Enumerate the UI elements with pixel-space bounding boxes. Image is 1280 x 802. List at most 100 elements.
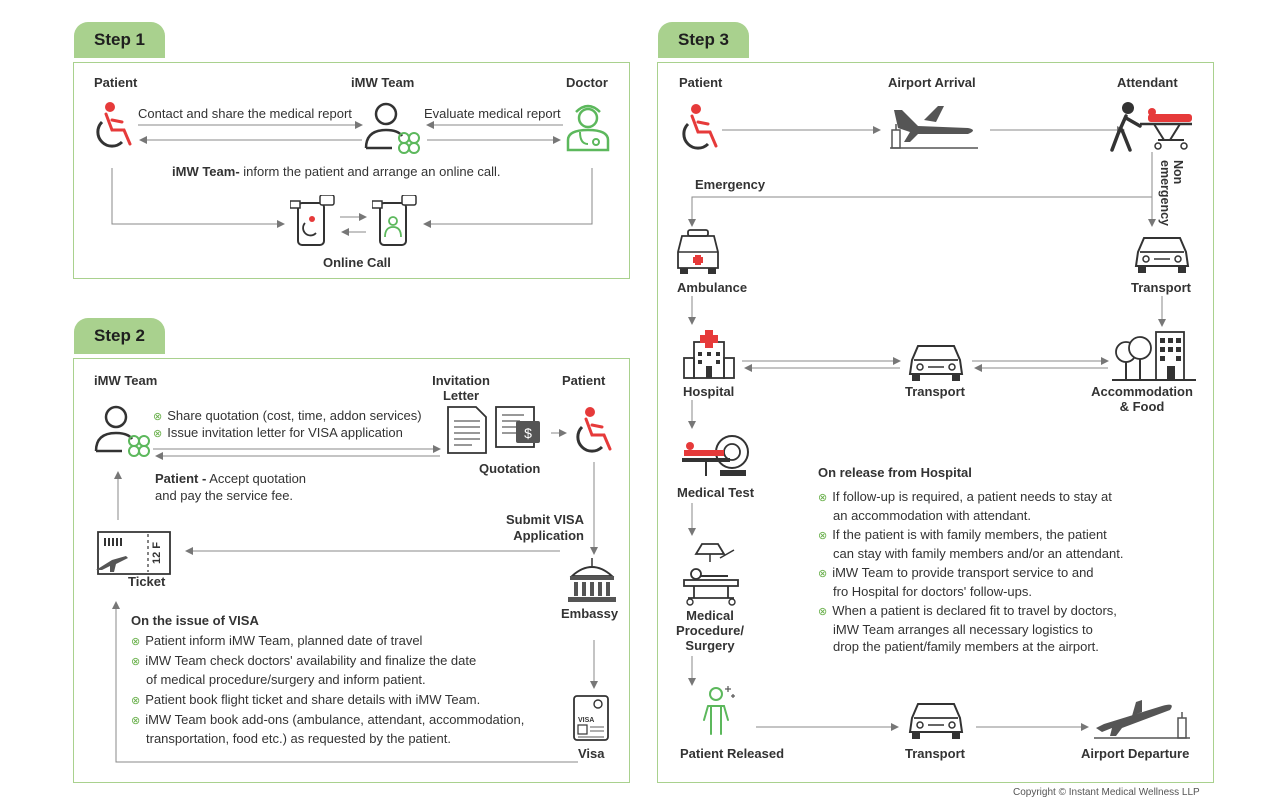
list-item-line: ⊗Patient book flight ticket and share de… [131, 692, 481, 707]
bullet-icon: ⊗ [818, 530, 828, 542]
release-title: On release from Hospital [818, 465, 972, 480]
list-item-line: ⊗iMW Team check doctors' availability an… [131, 653, 477, 668]
step3-tab: Step 3 [658, 22, 750, 58]
copyright-text: Copyright © Instant Medical Wellness LLP [1013, 787, 1200, 798]
list-item-line: transportation, food etc.) as requested … [146, 731, 451, 746]
online-call-label: Online Call [323, 255, 391, 270]
list-item: ⊗If the patient is with family members, … [818, 526, 1123, 562]
phone-call-icon [290, 195, 335, 246]
hospital-label: Hospital [683, 384, 735, 399]
list-item: ⊗iMW Team check doctors' availability an… [131, 652, 476, 688]
step1-tab: Step 1 [74, 22, 166, 58]
list-item-line: an accommodation with attendant. [833, 508, 1032, 523]
embassy-icon [568, 558, 616, 602]
list-item: ⊗iMW Team book add-ons (ambulance, atten… [131, 711, 524, 747]
list-item-line: ⊗iMW Team book add-ons (ambulance, atten… [131, 712, 525, 727]
list-item-line: ⊗iMW Team to provide transport service t… [818, 565, 1094, 580]
bullet-icon: ⊗ [818, 568, 828, 580]
list-item-line: can stay with family members and/or an a… [833, 546, 1124, 561]
non-emergency-label: Non emergency [1158, 160, 1185, 227]
on-issue-title: On the issue of VISA [131, 613, 259, 628]
step1-patient-label: Patient [94, 75, 138, 90]
accept-rest: Accept quotation [206, 471, 307, 486]
step3-panel [657, 62, 1214, 783]
quotation-icon: $ [495, 406, 540, 448]
list-item: ⊗If follow-up is required, a patient nee… [818, 488, 1112, 524]
inform-bold: iMW Team- [172, 164, 240, 179]
evaluate-text: Evaluate medical report [424, 106, 561, 121]
bullet-icon: ⊗ [131, 636, 141, 648]
surgery-icon [683, 543, 739, 606]
bullet-icon: ⊗ [131, 695, 141, 707]
step1-panel [73, 62, 630, 279]
wheelchair-icon [682, 104, 718, 150]
inform-rest: inform the patient and arrange an online… [239, 164, 501, 179]
wheelchair-icon [96, 102, 132, 148]
ambulance-label: Ambulance [677, 280, 748, 295]
step2-team-label: iMW Team [94, 373, 158, 388]
list-item-line: drop the patient/family members at the a… [833, 639, 1099, 654]
team-icon [364, 102, 420, 154]
transport-label-bottom: Transport [905, 746, 965, 761]
embassy-label: Embassy [561, 606, 619, 621]
ticket-seat-text: 12 F [151, 542, 163, 564]
list-item-line: iMW Team arranges all necessary logistic… [833, 622, 1093, 637]
bullet-icon: ⊗ [131, 715, 141, 727]
medical-test-label: Medical Test [677, 485, 755, 500]
medical-test-icon [682, 435, 749, 476]
visa-label: Visa [578, 746, 605, 761]
step2-tab: Step 2 [74, 318, 166, 354]
list-item-line: fro Hospital for doctors' follow-ups. [833, 584, 1033, 599]
step1-team-label: iMW Team [351, 75, 415, 90]
airport-arrival-label: Airport Arrival [888, 75, 976, 90]
share-quotation-item: ⊗Share quotation (cost, time, addon serv… [153, 408, 422, 423]
car-icon [908, 345, 964, 381]
list-item-line: of medical procedure/surgery and inform … [146, 672, 426, 687]
issue-invitation-item: ⊗Issue invitation letter for VISA applic… [153, 425, 403, 440]
doctor-icon [566, 104, 610, 152]
step2-patient-label: Patient [562, 373, 606, 388]
step3-patient-label: Patient [679, 75, 723, 90]
hospital-icon [683, 330, 735, 379]
list-item: ⊗When a patient is declared fit to trave… [818, 602, 1117, 655]
quotation-label: Quotation [479, 461, 541, 476]
phone-call-icon [372, 195, 417, 246]
ticket-icon: 12 F [96, 531, 171, 575]
ambulance-icon [677, 229, 719, 274]
patient-released-label: Patient Released [680, 746, 785, 761]
bullet-icon: ⊗ [818, 492, 828, 504]
emergency-label: Emergency [695, 177, 766, 192]
inform-text: iMW Team- inform the patient and arrange… [172, 164, 501, 179]
wheelchair-icon [576, 407, 612, 453]
airport-departure-label: Airport Departure [1081, 746, 1190, 761]
patient-released-icon [703, 686, 735, 735]
accept-text-line2: and pay the service fee. [155, 488, 294, 503]
accept-bold: Patient - [155, 471, 207, 486]
list-item: ⊗iMW Team to provide transport service t… [818, 564, 1094, 600]
ticket-label: Ticket [128, 574, 166, 589]
svg-text:$: $ [524, 425, 532, 441]
airplane-icon [890, 106, 978, 149]
list-item-line: ⊗Patient inform iMW Team, planned date o… [131, 633, 423, 648]
car-icon [908, 703, 964, 739]
accept-text: Patient - Accept quotation [155, 471, 306, 486]
step1-doctor-label: Doctor [566, 75, 608, 90]
accommodation-icon [1112, 331, 1196, 381]
invitation-label: Invitation Letter [432, 373, 490, 403]
team-icon [94, 405, 150, 457]
bullet-icon: ⊗ [818, 606, 828, 618]
attendant-label: Attendant [1117, 75, 1178, 90]
document-icon [447, 406, 487, 454]
car-icon [1134, 237, 1190, 273]
list-item-line: ⊗When a patient is declared fit to trave… [818, 603, 1117, 618]
transport-label-mid: Transport [905, 384, 965, 399]
list-item: ⊗Patient book flight ticket and share de… [131, 691, 480, 710]
accommodation-label: Accommodation& Food [1091, 384, 1193, 414]
bullet-icon: ⊗ [131, 656, 141, 668]
list-item: ⊗Patient inform iMW Team, planned date o… [131, 632, 422, 651]
list-item-line: ⊗If the patient is with family members, … [818, 527, 1107, 542]
visa-card-icon: VISA [573, 695, 609, 741]
